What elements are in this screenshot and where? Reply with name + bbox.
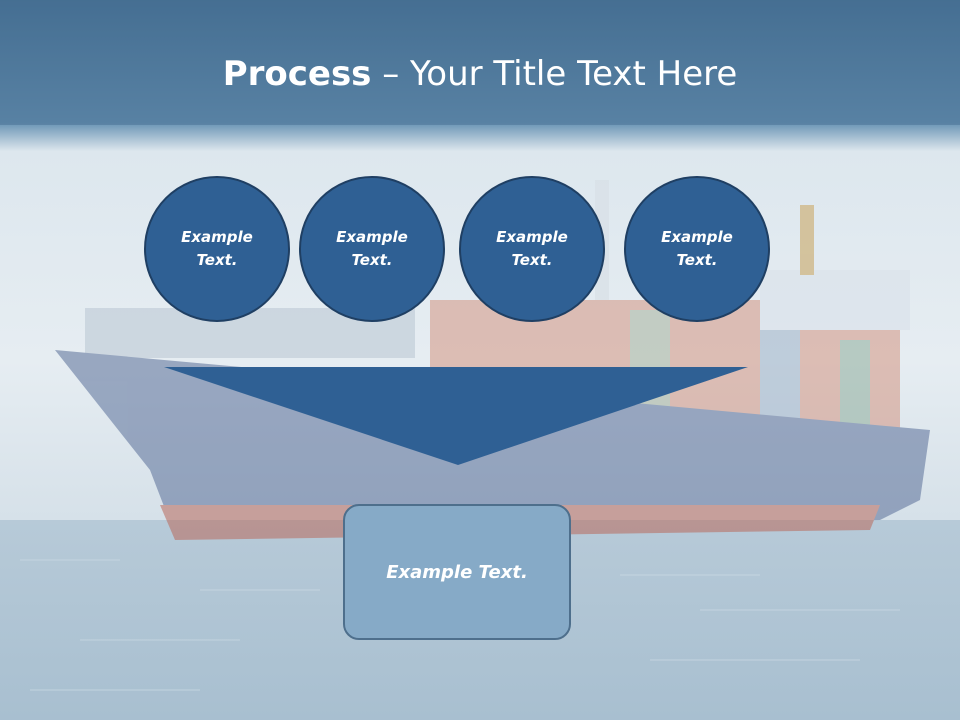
slide-title: Process – Your Title Text Here (0, 50, 960, 98)
process-step-4-label: Example Text. (661, 228, 733, 269)
result-box: Example Text. (343, 504, 571, 640)
process-step-3-label: Example Text. (496, 228, 568, 269)
title-bold-part: Process (222, 54, 372, 94)
process-step-2-label: Example Text. (336, 228, 408, 269)
process-step-3: Example Text. (459, 176, 605, 322)
result-box-label: Example Text. (386, 561, 528, 583)
funnel-arrow (164, 367, 748, 465)
process-step-1-label: Example Text. (181, 228, 253, 269)
title-rest-part: – Your Title Text Here (371, 54, 738, 94)
process-step-4: Example Text. (624, 176, 770, 322)
process-step-2: Example Text. (299, 176, 445, 322)
process-step-1: Example Text. (144, 176, 290, 322)
